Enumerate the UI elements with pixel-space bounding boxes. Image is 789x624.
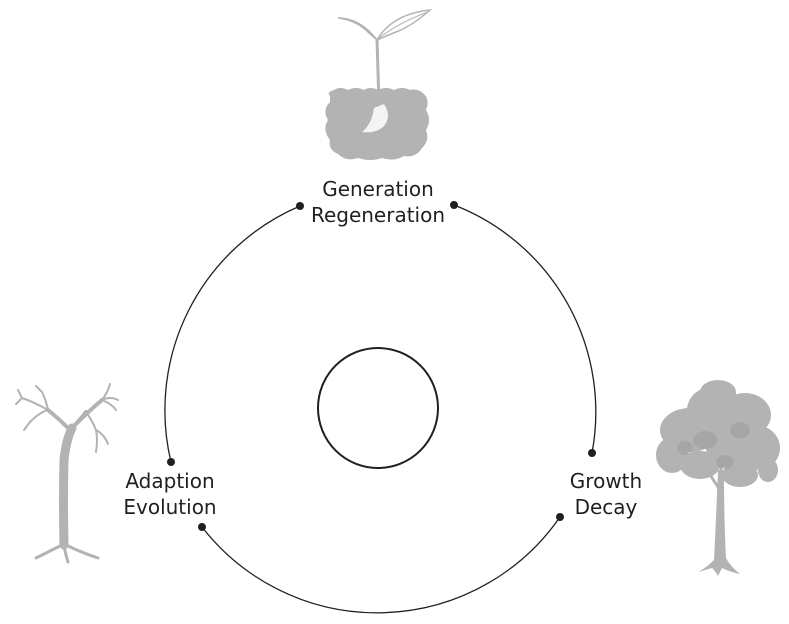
- arc-adaption-to-generation: [164, 205, 301, 463]
- arc-endpoints: [167, 201, 596, 531]
- canopy-shade-icon: [677, 422, 750, 469]
- label-growth: Growth Decay: [556, 468, 656, 520]
- arc-generation-to-growth: [453, 204, 597, 454]
- twig-icon: [15, 383, 119, 453]
- right-leaf-vein-icon: [378, 11, 429, 39]
- label-growth-line2: Decay: [574, 495, 638, 519]
- left-leaf-icon: [337, 17, 378, 41]
- label-generation: Generation Regeneration: [303, 176, 453, 228]
- roots-icon: [34, 543, 100, 564]
- leafy-tree-illustration: [656, 380, 780, 576]
- cycle-arcs: [164, 204, 597, 614]
- seed-bulb-icon: [362, 104, 388, 133]
- label-generation-line2: Regeneration: [310, 203, 446, 227]
- label-adaption: Adaption Evolution: [110, 468, 230, 520]
- right-leaf-icon: [375, 9, 433, 42]
- bare-trunk-icon: [59, 423, 77, 550]
- limb-icon: [46, 398, 104, 432]
- endpoint-dot: [588, 449, 596, 457]
- endpoint-dot: [450, 201, 458, 209]
- endpoint-dot: [296, 202, 304, 210]
- bare-tree-illustration: [15, 383, 119, 564]
- label-generation-line1: Generation: [322, 177, 434, 201]
- endpoint-dot: [167, 458, 175, 466]
- endpoint-dot: [556, 513, 564, 521]
- endpoint-dot: [198, 523, 206, 531]
- stem-icon: [375, 39, 381, 105]
- seedling-illustration: [325, 9, 433, 160]
- label-growth-line1: Growth: [569, 469, 643, 493]
- label-adaption-line2: Evolution: [123, 495, 217, 519]
- trunk-icon: [698, 470, 740, 576]
- canopy-icon: [656, 380, 780, 487]
- label-adaption-line1: Adaption: [125, 469, 215, 493]
- center-circle: [317, 347, 439, 469]
- arc-growth-to-adaption: [201, 516, 561, 614]
